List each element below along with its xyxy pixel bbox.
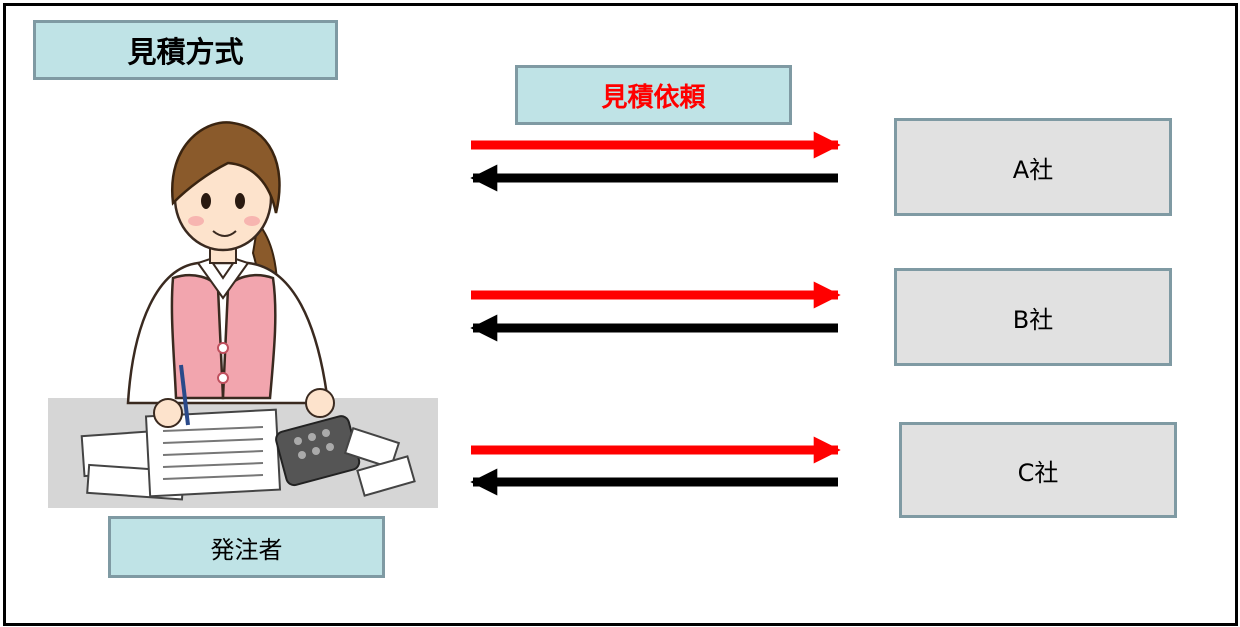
diagram-title: 見積方式	[33, 20, 338, 80]
company-c-box: C社	[899, 422, 1177, 518]
woman-calculating-estimate-icon	[48, 121, 438, 508]
company-a-box: A社	[894, 118, 1172, 216]
company-b-box: B社	[894, 268, 1172, 366]
orderer-label: 発注者	[108, 516, 385, 578]
request-label: 見積依頼	[515, 65, 792, 125]
